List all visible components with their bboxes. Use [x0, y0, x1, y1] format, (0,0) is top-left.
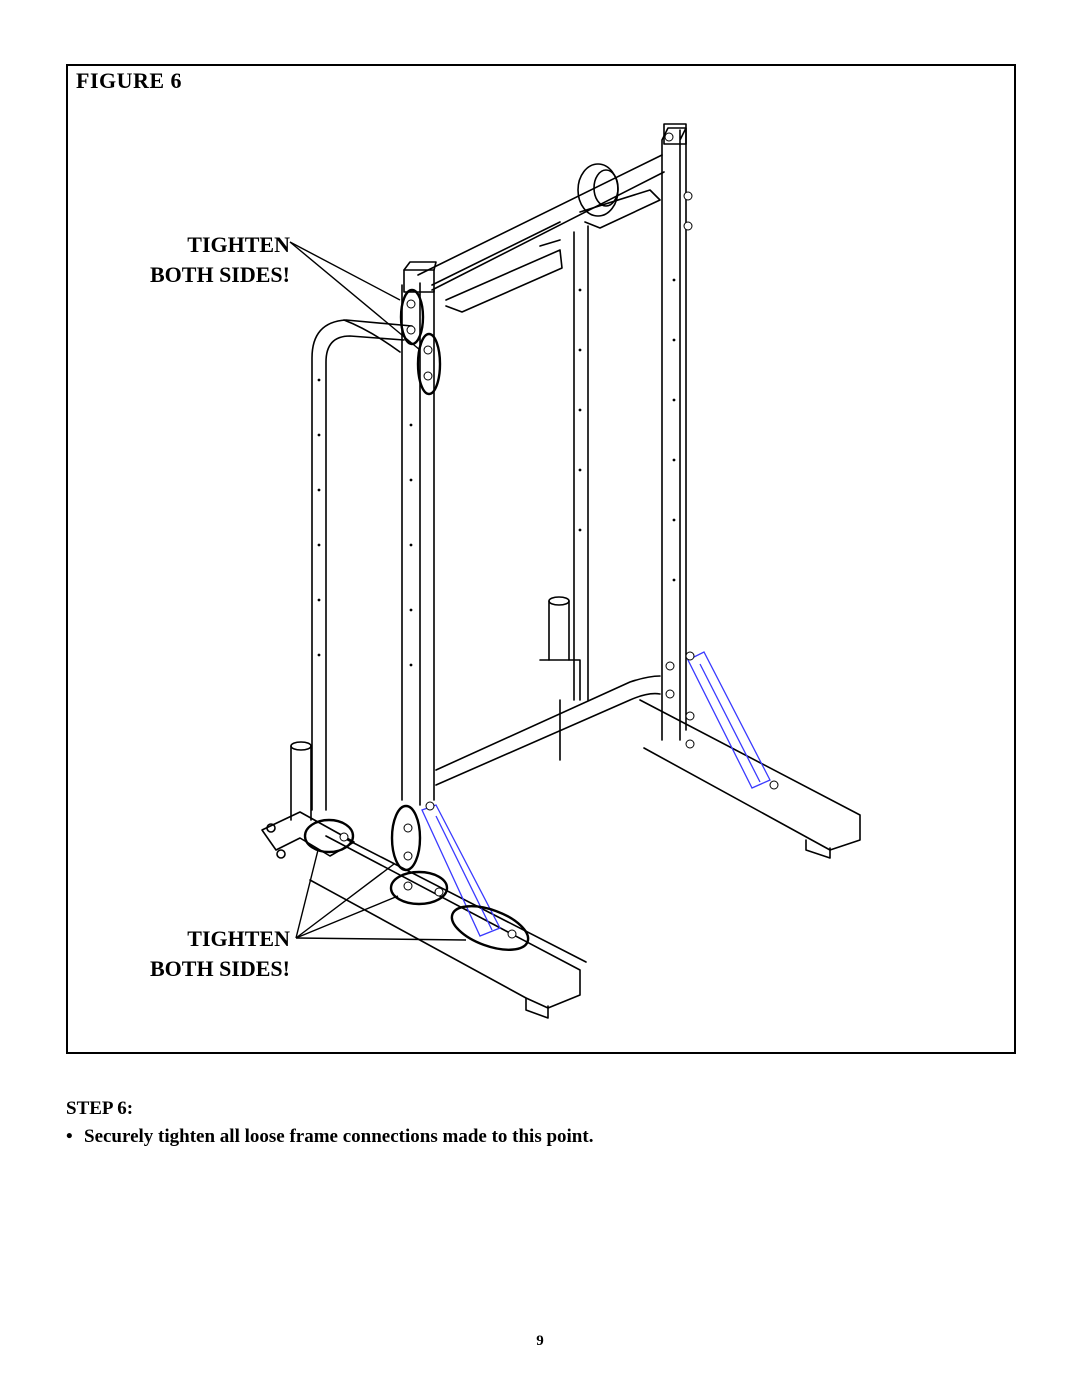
- pull-up-handle: [445, 189, 661, 313]
- callout-ellipse-bottom-2: [390, 804, 422, 872]
- front-gusset: [421, 804, 501, 937]
- bullet: •: [66, 1126, 73, 1147]
- tighten-callout-bottom: TIGHTEN BOTH SIDES!: [130, 924, 290, 984]
- callout-ellipse-bottom-3: [389, 870, 449, 906]
- front-left-bent-tube: [311, 319, 413, 811]
- front-base-rail: [309, 835, 587, 1019]
- step-heading: STEP 6:: [66, 1098, 134, 1119]
- tighten-callout-top: TIGHTEN BOTH SIDES!: [130, 230, 290, 290]
- figure-frame: [66, 64, 1016, 1054]
- callout-bottom-line2: BOTH SIDES!: [150, 956, 290, 981]
- callout-top-line2: BOTH SIDES!: [150, 262, 290, 287]
- rear-plate-disc: [577, 163, 619, 217]
- step-instruction-text: Securely tighten all loose frame connect…: [84, 1126, 594, 1147]
- callout-top-line1: TIGHTEN: [187, 232, 290, 257]
- rear-gusset: [687, 651, 771, 789]
- page-number: 9: [536, 1333, 544, 1349]
- lower-crossbar: [435, 659, 661, 786]
- top-crossbar: [417, 154, 665, 291]
- rear-right-upright: [661, 123, 687, 741]
- callout-ellipse-bottom-1: [303, 818, 355, 854]
- front-plate-horn: [290, 741, 312, 821]
- step-instruction: • Securely tighten all loose frame connec…: [66, 1126, 593, 1148]
- callout-ellipse-bottom-4: [450, 905, 530, 951]
- rear-base-rail: [639, 699, 861, 859]
- figure-title: FIGURE 6: [76, 68, 183, 93]
- front-right-upright: [401, 261, 437, 806]
- callout-ellipse-top-2: [416, 332, 442, 396]
- front-left-foot: [261, 811, 355, 859]
- rear-left-upright: [573, 225, 589, 701]
- rear-plate-horn: [548, 596, 570, 661]
- callout-bottom-line1: TIGHTEN: [187, 926, 290, 951]
